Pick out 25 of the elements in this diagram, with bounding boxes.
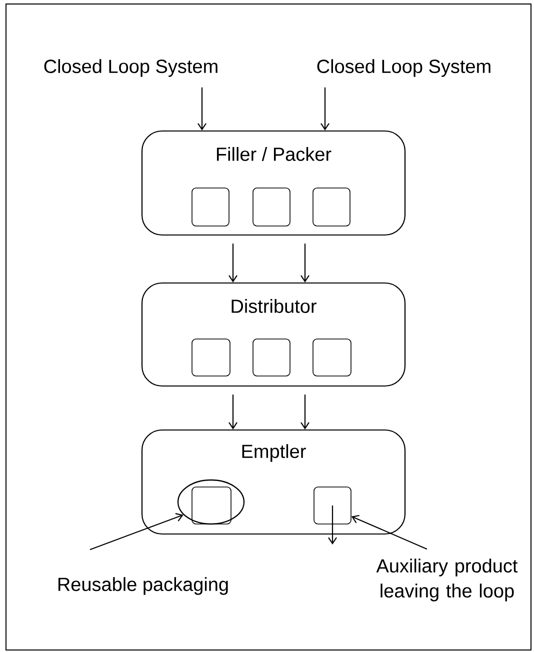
arrow xyxy=(300,244,310,282)
arrow xyxy=(228,244,238,282)
arrow xyxy=(300,394,310,430)
package-square xyxy=(312,188,350,226)
arrow xyxy=(228,394,238,430)
text-label: Closed Loop System xyxy=(44,59,218,77)
leader-line xyxy=(351,514,428,550)
process-box: Filler / Packer xyxy=(141,130,406,236)
package-square xyxy=(192,188,230,226)
callout-label: Auxiliary product leaving the loop xyxy=(376,558,518,602)
process-box: Emptler xyxy=(141,429,406,535)
package-square xyxy=(192,338,230,376)
arrow xyxy=(328,506,337,544)
package-square xyxy=(252,338,290,376)
package-square xyxy=(192,486,232,524)
process-box: Distributor xyxy=(141,282,406,387)
package-square xyxy=(312,338,352,376)
package-square xyxy=(314,486,352,524)
text-label: Closed Loop System xyxy=(317,59,490,77)
arrow xyxy=(320,87,330,130)
arrow xyxy=(198,87,206,130)
callout-label: Reusable packaging xyxy=(58,577,228,595)
ellipse-outline xyxy=(177,479,245,525)
leader-line xyxy=(90,513,184,550)
package-square xyxy=(252,188,290,226)
